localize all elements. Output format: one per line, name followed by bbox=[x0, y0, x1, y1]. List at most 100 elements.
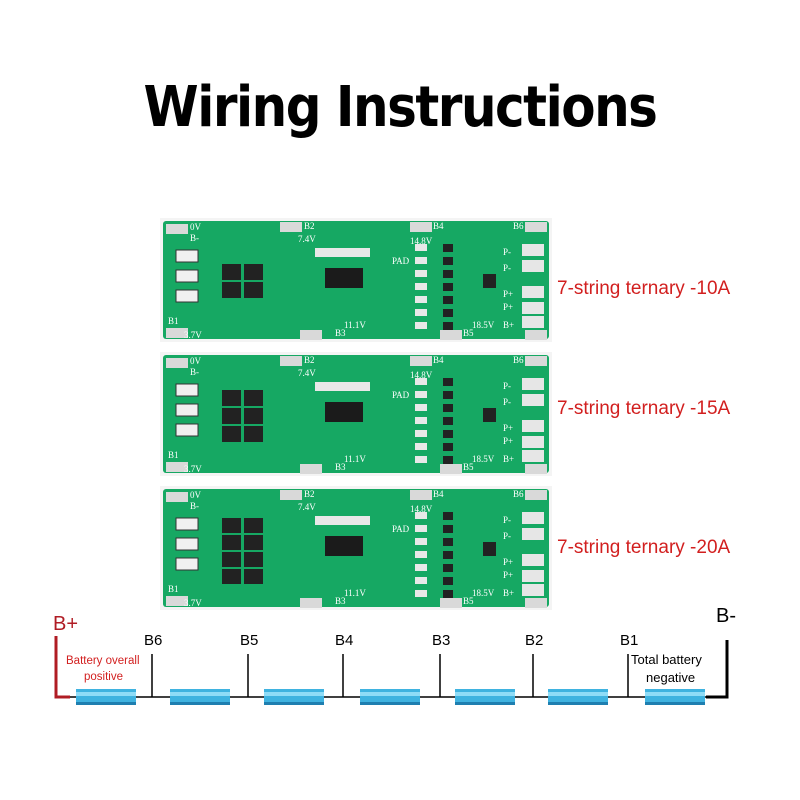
board-spec-label: 7-string ternary -20A bbox=[557, 537, 731, 558]
silkscreen-pminus: P- bbox=[503, 263, 511, 273]
board-spec-label: 7-string ternary -10A bbox=[557, 278, 731, 299]
output-pad bbox=[522, 316, 544, 328]
balance-resistor bbox=[415, 512, 427, 519]
solder-pad bbox=[166, 596, 188, 606]
balance-resistor bbox=[415, 378, 427, 385]
solder-pad bbox=[410, 356, 432, 366]
mosfet bbox=[244, 408, 263, 424]
silkscreen-v185: 18.5V bbox=[472, 320, 495, 330]
silkscreen-v0: 0V bbox=[190, 222, 202, 232]
shunt-resistor bbox=[175, 249, 199, 263]
mosfet bbox=[222, 535, 241, 550]
mosfet bbox=[222, 426, 241, 442]
balance-resistor bbox=[443, 257, 453, 265]
solder-pad bbox=[166, 462, 188, 472]
silkscreen-v111: 11.1V bbox=[344, 588, 366, 598]
silkscreen-bminus: B- bbox=[190, 367, 199, 377]
silkscreen-v74: 7.4V bbox=[298, 368, 316, 378]
output-pad bbox=[522, 528, 544, 540]
solder-pad bbox=[280, 490, 302, 500]
ic-chip bbox=[325, 536, 363, 556]
mosfet bbox=[222, 282, 241, 298]
b-minus-wire bbox=[706, 640, 729, 699]
silkscreen-b3: B3 bbox=[335, 328, 346, 338]
balance-resistor bbox=[443, 244, 453, 252]
balance-resistor bbox=[415, 590, 427, 597]
silkscreen-v185: 18.5V bbox=[472, 454, 495, 464]
mosfet bbox=[222, 408, 241, 424]
silkscreen-v111: 11.1V bbox=[344, 320, 366, 330]
solder-pad bbox=[525, 330, 547, 340]
balance-resistor bbox=[415, 564, 427, 571]
battery-cell bbox=[264, 689, 324, 705]
balance-resistor bbox=[443, 378, 453, 386]
silkscreen-pad: PAD bbox=[392, 524, 410, 534]
positive-note-line2: positive bbox=[84, 671, 123, 683]
solder-pad bbox=[166, 224, 188, 234]
balance-resistor bbox=[443, 417, 453, 425]
silkscreen-v37: 3.7V bbox=[184, 598, 202, 608]
silkscreen-v37: 3.7V bbox=[184, 330, 202, 340]
silkscreen-pad: PAD bbox=[392, 390, 410, 400]
balance-resistor bbox=[443, 443, 453, 451]
silkscreen-bplus: B+ bbox=[503, 320, 514, 330]
battery-cell bbox=[76, 689, 136, 705]
output-pad bbox=[522, 302, 544, 314]
battery-cell bbox=[360, 689, 420, 705]
balance-resistor bbox=[443, 404, 453, 412]
shunt-resistor bbox=[175, 537, 199, 551]
mosfet bbox=[244, 264, 263, 280]
shunt-resistor bbox=[175, 403, 199, 417]
solder-pad bbox=[440, 598, 462, 608]
balance-resistor bbox=[415, 391, 427, 398]
output-pad bbox=[522, 512, 544, 524]
silkscreen-b4: B4 bbox=[433, 221, 444, 231]
mosfet bbox=[244, 390, 263, 406]
battery-cell bbox=[645, 689, 705, 705]
balance-resistor bbox=[415, 551, 427, 558]
output-pad bbox=[522, 286, 544, 298]
mosfet bbox=[244, 535, 263, 550]
positive-note-line1: Battery overall bbox=[66, 655, 140, 667]
b-minus-label: B- bbox=[716, 605, 736, 627]
mosfet bbox=[244, 282, 263, 298]
mosfet bbox=[483, 542, 496, 556]
solder-pad bbox=[280, 356, 302, 366]
solder-pad bbox=[300, 330, 322, 340]
solder-pad bbox=[166, 328, 188, 338]
balance-resistor bbox=[415, 404, 427, 411]
output-pad bbox=[522, 378, 544, 390]
silkscreen-v0: 0V bbox=[190, 490, 202, 500]
output-pad bbox=[522, 570, 544, 582]
silkscreen-b1: B1 bbox=[168, 316, 179, 326]
shunt-resistor bbox=[175, 289, 199, 303]
balance-resistor bbox=[415, 456, 427, 463]
battery-cell bbox=[548, 689, 608, 705]
balance-resistor bbox=[443, 391, 453, 399]
resistor-array bbox=[315, 516, 370, 525]
silkscreen-b2: B2 bbox=[304, 221, 315, 231]
shunt-resistor bbox=[175, 383, 199, 397]
mosfet bbox=[244, 426, 263, 442]
balance-resistor bbox=[443, 512, 453, 520]
silkscreen-b2: B2 bbox=[304, 355, 315, 365]
resistor-array bbox=[315, 248, 370, 257]
output-pad bbox=[522, 450, 544, 462]
balance-resistor bbox=[415, 270, 427, 277]
negative-note-line1: Total battery bbox=[631, 652, 702, 667]
silkscreen-pminus: P- bbox=[503, 247, 511, 257]
mosfet bbox=[222, 390, 241, 406]
balance-resistor bbox=[415, 296, 427, 303]
silkscreen-b5: B5 bbox=[463, 462, 474, 472]
mosfet bbox=[222, 518, 241, 533]
balance-resistor bbox=[443, 430, 453, 438]
mosfet bbox=[244, 552, 263, 567]
silkscreen-b3: B3 bbox=[335, 462, 346, 472]
balance-resistor bbox=[415, 244, 427, 251]
output-pad bbox=[522, 554, 544, 566]
balance-resistor bbox=[443, 577, 453, 585]
solder-pad bbox=[410, 222, 432, 232]
tap-label: B2 bbox=[525, 632, 543, 649]
